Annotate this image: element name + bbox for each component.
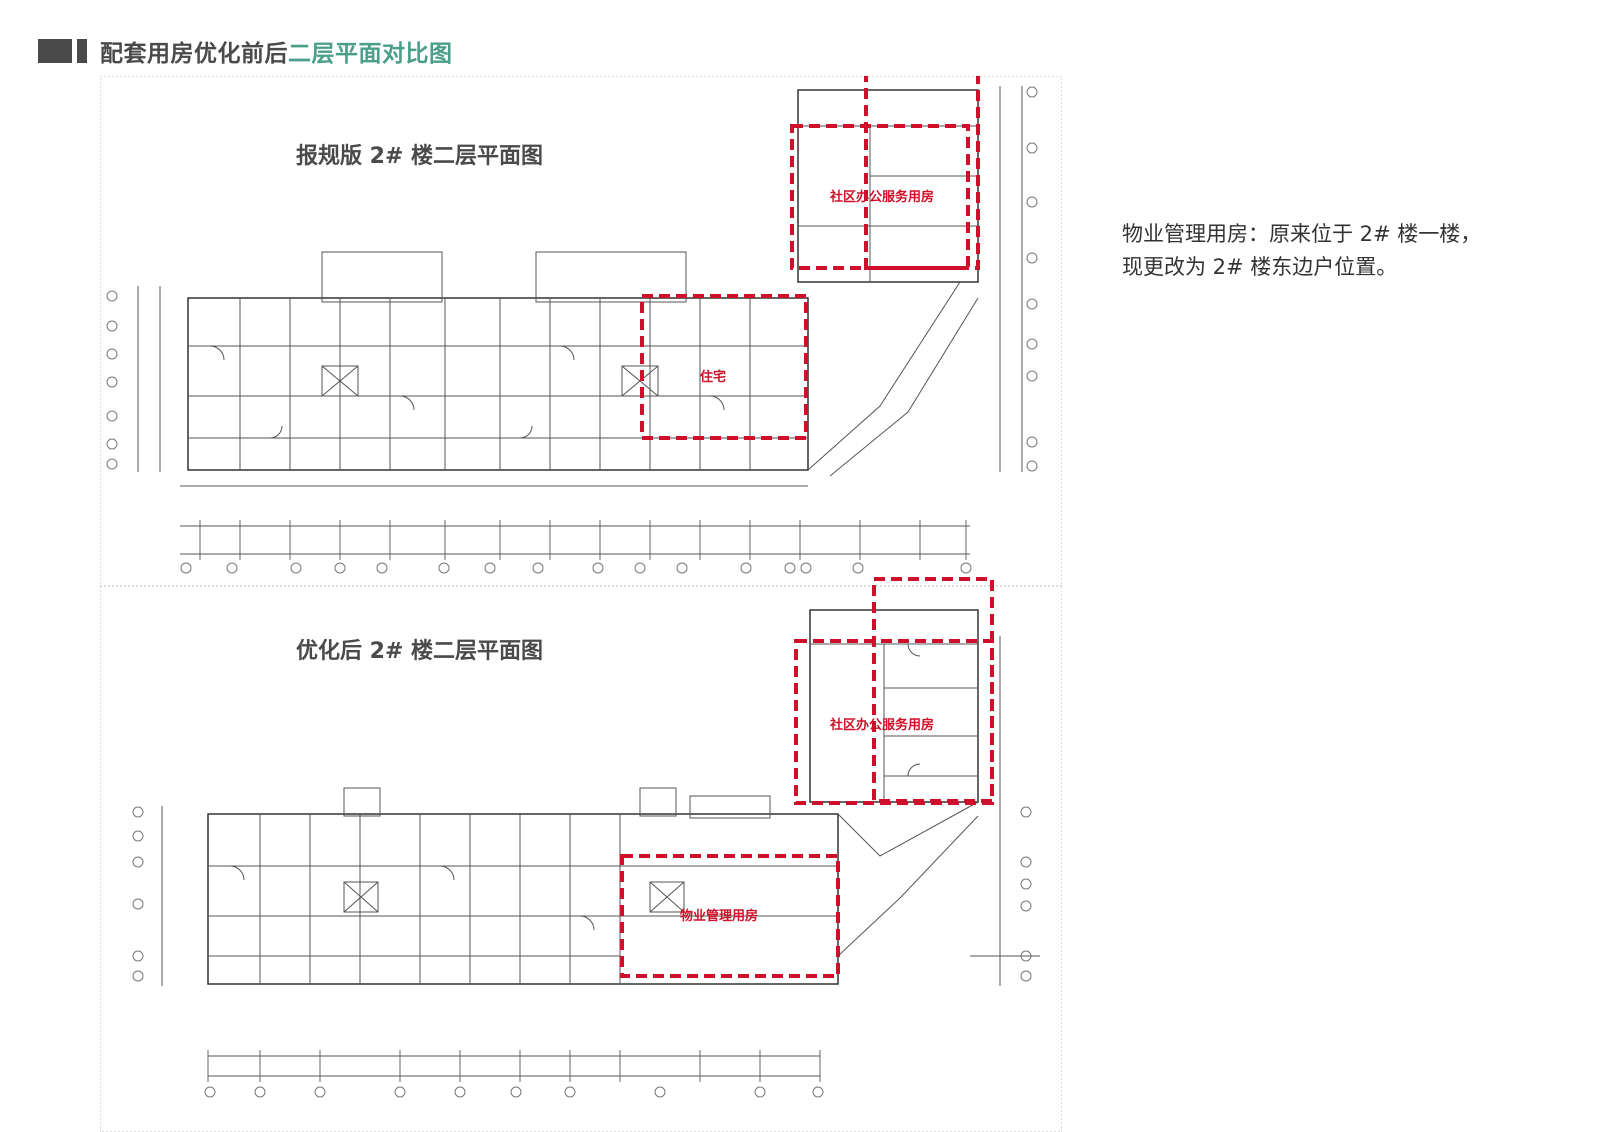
- header-bar-icon: [77, 39, 87, 63]
- property-management-label: 物业管理用房: [680, 909, 759, 924]
- plan-before-highlights: [640, 76, 980, 440]
- page-title: 配套用房优化前后二层平面对比图: [100, 41, 453, 67]
- plan-before-drawing: [106, 86, 1038, 574]
- plan-after-highlights: [620, 577, 994, 978]
- change-note: 物业管理用房：原来位于 2# 楼一楼， 现更改为 2# 楼东边户位置。: [1122, 218, 1562, 284]
- change-note-line-1: 物业管理用房：原来位于 2# 楼一楼，: [1122, 222, 1482, 246]
- community-office-label-before: 社区办公服务用房: [830, 190, 935, 205]
- plan-after-drawing: [132, 609, 1040, 1098]
- header-block-icon: [38, 39, 72, 63]
- residence-label: 住宅: [700, 370, 727, 385]
- page-header: 配套用房优化前后二层平面对比图: [38, 36, 453, 67]
- floor-plan-sheet: [100, 76, 1062, 1132]
- community-office-label-after: 社区办公服务用房: [830, 718, 935, 733]
- change-note-line-2: 现更改为 2# 楼东边户位置。: [1122, 255, 1398, 279]
- plan-after-title: 优化后 2# 楼二层平面图: [296, 639, 544, 664]
- plan-before-title: 报规版 2# 楼二层平面图: [296, 144, 544, 169]
